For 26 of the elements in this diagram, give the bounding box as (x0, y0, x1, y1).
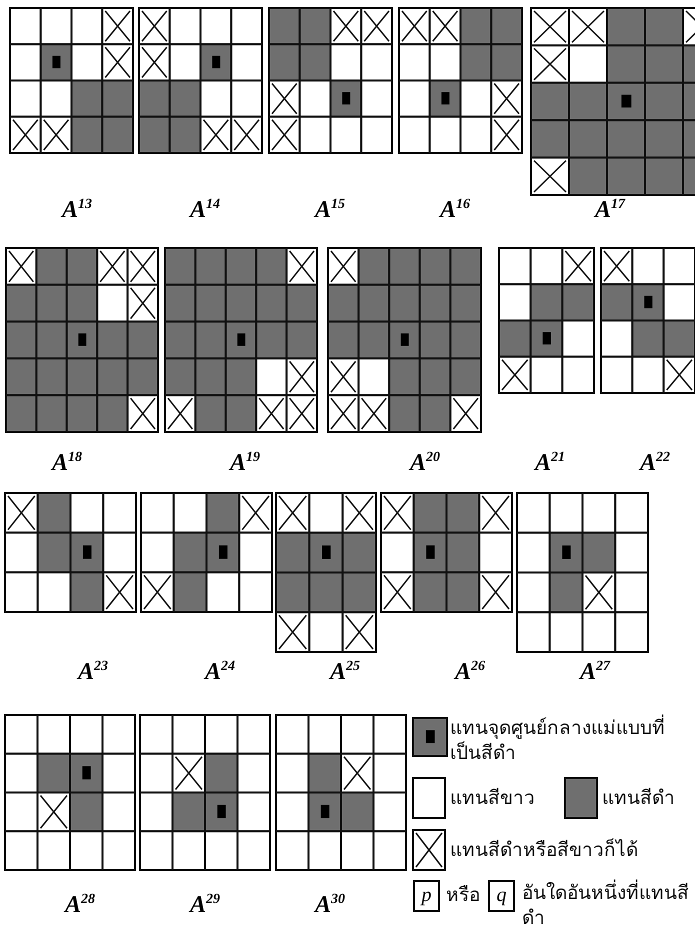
pattern-label: A$^{19}$ (230, 451, 260, 475)
pattern-label: A$^{26}$ (455, 660, 486, 684)
legend-text: แทนสีขาว (450, 786, 535, 811)
pattern-label: A$^{13}$ (62, 198, 92, 222)
pattern-label: A$^{29}$ (190, 893, 220, 917)
pattern-label: A$^{25}$ (330, 660, 360, 684)
pattern-label: A$^{27}$ (580, 660, 610, 684)
pattern-label: A$^{28}$ (65, 893, 96, 917)
legend-text: แทนสีดำหรือสีขาวก็ได้ (450, 838, 639, 863)
pattern-label: A$^{30}$ (315, 893, 346, 917)
symbol-label: q (488, 880, 515, 912)
pattern-label: A$^{22}$ (640, 451, 670, 475)
pattern-label: A$^{14}$ (190, 198, 220, 222)
pattern-label: A$^{18}$ (52, 451, 82, 475)
pattern-label: A$^{20}$ (410, 451, 440, 475)
pattern-label: A$^{23}$ (78, 660, 108, 684)
pattern-label: A$^{24}$ (205, 660, 236, 684)
legend-text: หรือ (446, 883, 480, 908)
legend-text: แทนสีดำ (602, 786, 675, 811)
legend-text: แทนจุดศูนย์กลางแม่แบบที่เป็นสีดำ (450, 716, 690, 766)
pattern-label: A$^{17}$ (595, 198, 626, 222)
pattern-label: A$^{21}$ (535, 451, 566, 475)
legend-text: อันใดอันหนึ่งที่แทนสีดำ (522, 881, 690, 930)
symbol-label: p (413, 880, 440, 912)
pattern-label: A$^{15}$ (315, 198, 346, 222)
pattern-label: A$^{16}$ (440, 198, 470, 222)
